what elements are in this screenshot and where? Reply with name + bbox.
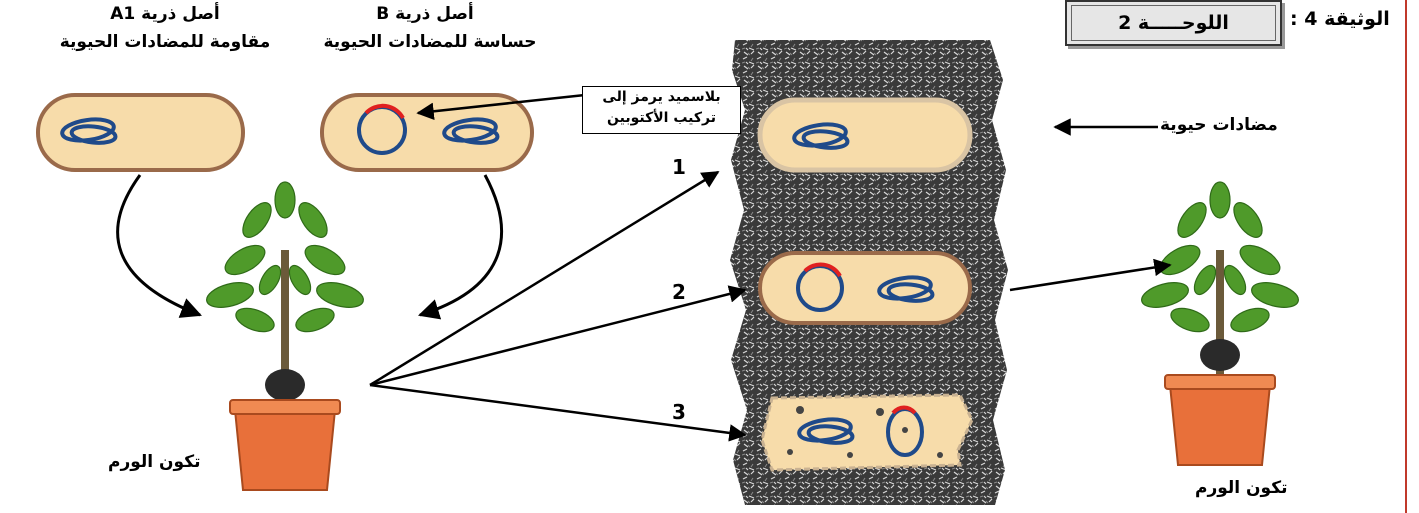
a1-subtitle: مقاومة للمضادات الحيوية — [59, 32, 271, 52]
antibiotics-label: مضادات حيوية — [1160, 115, 1278, 135]
medium-bacterium-3-lysed — [760, 393, 974, 472]
tumor-right — [1200, 339, 1240, 371]
arrow-3 — [369, 383, 747, 442]
b-subtitle: حساسة للمضادات الحيوية — [323, 32, 537, 52]
panel-label-box: اللوحـــــة 2 — [1065, 0, 1282, 46]
a1-title: أصل ذرية A1 — [110, 4, 220, 24]
arrow-2 — [369, 285, 747, 387]
arrow-b-to-plant — [417, 174, 503, 320]
b-title: أصل ذرية B — [376, 4, 474, 24]
arrow-note-to-plasmid — [416, 93, 586, 121]
bacterium-a1 — [36, 93, 245, 172]
medium-bacterium-2 — [758, 251, 972, 325]
number-3: 3 — [672, 400, 686, 424]
plasmid-note-line2: تركيب الأكتوبين — [607, 110, 716, 126]
tumor-label-right: تكون الورم — [1195, 478, 1288, 498]
tumor-left — [265, 369, 305, 401]
medium-bacterium-1 — [757, 97, 973, 173]
pot-left — [229, 399, 341, 491]
plasmid-note-line1: بلاسميد يرمز إلى — [602, 89, 721, 105]
arrow-1 — [369, 170, 720, 387]
number-2: 2 — [672, 280, 686, 304]
bacterium-b — [320, 93, 534, 172]
arrow-to-right-plant — [1009, 258, 1172, 292]
document-label: الوثيقة 4 : — [1290, 8, 1390, 30]
tumor-label-left: تكون الورم — [108, 452, 201, 472]
plasmid-note: بلاسميد يرمز إلى تركيب الأكتوبين — [582, 86, 741, 134]
number-1: 1 — [672, 155, 686, 179]
panel-label: اللوحـــــة 2 — [1071, 5, 1276, 41]
plant-left — [203, 181, 367, 381]
pot-right — [1164, 374, 1276, 466]
arrow-a1-to-plant — [116, 174, 202, 318]
